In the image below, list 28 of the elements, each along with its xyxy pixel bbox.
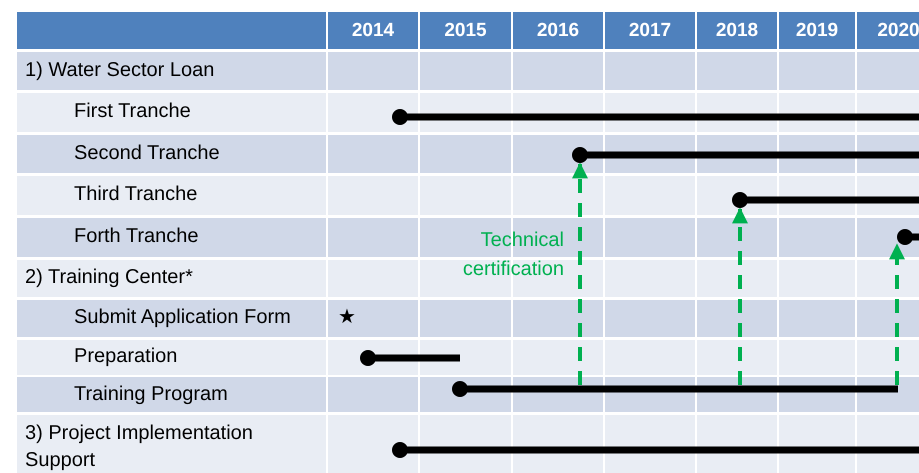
row-label: 2) Training Center* [25,265,193,290]
timeline-bar [731,191,919,209]
row-label: First Tranche [74,99,191,124]
year-header: 2020 [857,12,919,49]
year-header: 2018 [697,12,777,49]
timeline-bar [571,146,919,164]
year-header: 2015 [420,12,511,49]
row-label: Second Tranche [74,141,220,166]
row-label: Submit Application Form [74,305,291,330]
year-header: 2019 [779,12,855,49]
row-label: 1) Water Sector Loan [25,58,214,83]
timeline-bar [391,108,919,126]
edge-label: Technical certification [462,228,564,282]
star-mark: ★ [338,305,356,330]
timeline-bar [391,441,919,459]
row-label: Third Tranche [74,182,198,207]
dashed-arrow [889,243,905,385]
row-label: Training Program [74,382,228,407]
year-header: 2016 [513,12,603,49]
dashed-arrow [732,207,748,385]
row-label: Forth Tranche [74,224,199,249]
dashed-arrow [572,162,588,385]
timeline-bar [359,349,460,367]
row-label: Preparation [74,344,178,369]
row-label: 3) Project Implementation Support [25,421,254,473]
year-header: 2017 [605,12,695,49]
timeline-bar [451,380,898,398]
year-header: 2014 [328,12,418,49]
